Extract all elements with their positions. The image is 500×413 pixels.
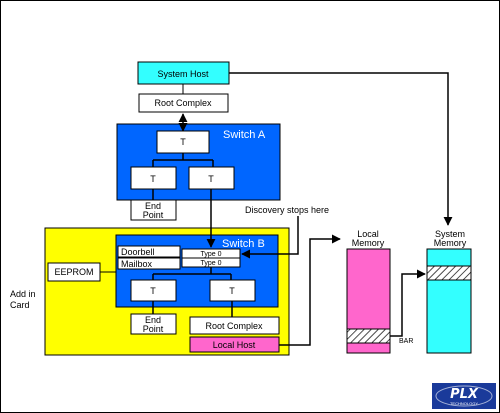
system-host-label: System Host	[157, 69, 209, 79]
local-memory-line1: Local	[357, 229, 379, 239]
plx-logo-tagline: TECHNOLOGY	[450, 401, 478, 406]
host-to-system-memory-arrow	[229, 72, 453, 226]
root-complex-top-label: Root Complex	[154, 98, 212, 108]
local-host-to-local-memory-arrow	[279, 234, 341, 346]
bar-mapping-arrow	[390, 269, 426, 337]
switch-b-downstream-right-label: T	[229, 286, 235, 296]
add-in-card-line2: Card	[10, 300, 30, 310]
mailbox-box	[117, 257, 181, 270]
root-complex-bottom-label: Root Complex	[205, 321, 263, 331]
plx-logo-background	[432, 383, 496, 409]
system-memory-bar-region	[426, 265, 472, 281]
end-point-bottom-line1: End	[145, 315, 161, 325]
eeprom-label: EEPROM	[54, 267, 93, 277]
switch-a-title: Switch A	[223, 129, 266, 141]
plx-logo: PLX TECHNOLOGY	[432, 383, 496, 409]
system-memory-box	[426, 248, 472, 354]
add-in-card-line1: Add in	[10, 289, 36, 299]
discovery-arrow	[241, 216, 299, 259]
doorbell-box	[117, 245, 181, 258]
plx-logo-swoosh	[435, 385, 493, 407]
end-point-top-line1: End	[145, 201, 161, 211]
doorbell-label: Doorbell	[121, 247, 155, 257]
type0-upper-label: Type 0	[200, 251, 221, 258]
switch-a-upstream-label: T	[180, 137, 186, 147]
switch-b-downstream-left-label: T	[150, 286, 156, 296]
mailbox-label: Mailbox	[121, 259, 153, 269]
local-host-label: Local Host	[213, 340, 256, 350]
switch-b-title: Switch B	[222, 238, 265, 250]
end-point-bottom-box	[130, 313, 177, 335]
switch-a-downstream-left-label: T	[150, 174, 156, 184]
root-complex-bottom-box	[189, 316, 280, 335]
local-memory-line2: Memory	[352, 238, 385, 248]
type0-lower-label: Type 0	[200, 260, 221, 267]
discovery-note: Discovery stops here	[245, 205, 329, 215]
end-point-top-box	[130, 199, 177, 221]
system-memory-line1: System	[435, 229, 465, 239]
system-memory-line2: Memory	[434, 238, 467, 248]
local-memory-bar-region	[346, 328, 391, 344]
end-point-bottom-line2: Point	[143, 324, 164, 334]
switch-a-downstream-right-label: T	[208, 174, 214, 184]
plx-logo-brand: PLX	[450, 387, 479, 402]
end-point-top-line2: Point	[143, 210, 164, 220]
bar-label: BAR	[399, 338, 413, 345]
